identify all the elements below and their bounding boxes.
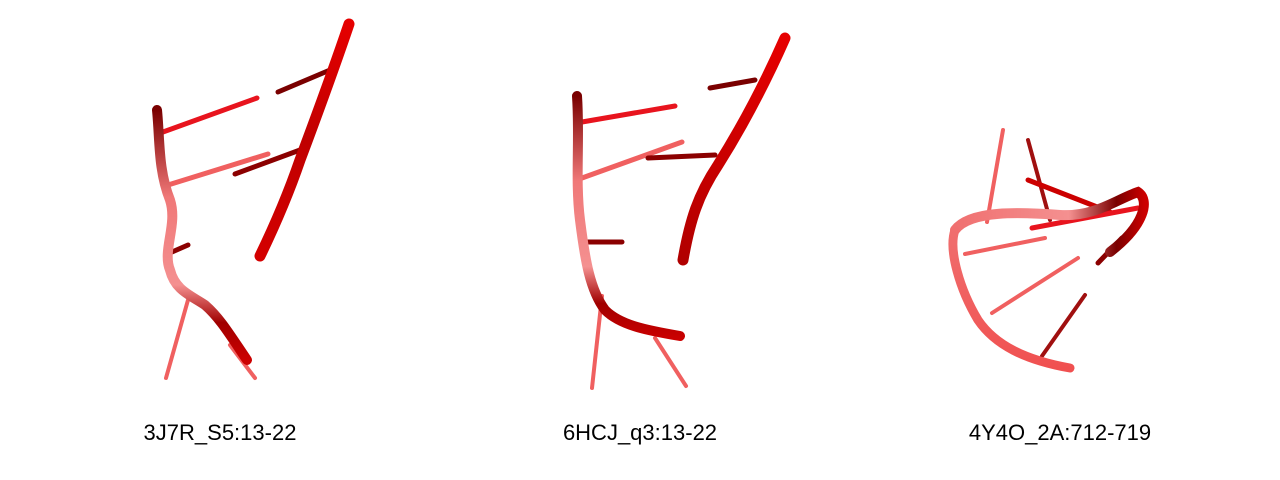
base-stick <box>985 128 1005 224</box>
base-stick <box>645 152 718 161</box>
base-stick <box>164 298 190 380</box>
backbone-strand <box>677 32 791 266</box>
structure-panel-2: 6HCJ_q3:13-22 <box>440 0 840 480</box>
rna-structure-2 <box>572 32 791 390</box>
base-stick <box>579 103 678 125</box>
base-stick <box>579 139 685 181</box>
rna-structure-3 <box>948 128 1149 373</box>
base-stick <box>160 95 260 135</box>
base-stick <box>1040 293 1087 358</box>
backbone-strand <box>950 186 1149 257</box>
structure-panel-3: 4Y4O_2A:712-719 <box>860 0 1260 480</box>
backbone-strand <box>948 225 1075 373</box>
rna-structure-1 <box>152 18 355 380</box>
base-stick <box>963 236 1047 256</box>
base-stick <box>707 77 758 91</box>
base-stick <box>232 147 303 177</box>
structure-label-3: 4Y4O_2A:712-719 <box>968 420 1152 445</box>
base-stick <box>275 67 333 95</box>
structure-panel-1: 3J7R_S5:13-22 <box>20 0 420 480</box>
base-stick <box>653 336 688 388</box>
backbone-strand <box>572 91 685 341</box>
base-stick <box>990 256 1080 315</box>
backbone-strand <box>152 105 252 365</box>
structure-label-1: 3J7R_S5:13-22 <box>143 420 297 445</box>
base-stick <box>1026 138 1052 222</box>
base-stick <box>169 242 191 255</box>
backbone-strand <box>254 18 355 262</box>
structure-label-2: 6HCJ_q3:13-22 <box>562 420 718 445</box>
base-stick <box>165 151 271 188</box>
